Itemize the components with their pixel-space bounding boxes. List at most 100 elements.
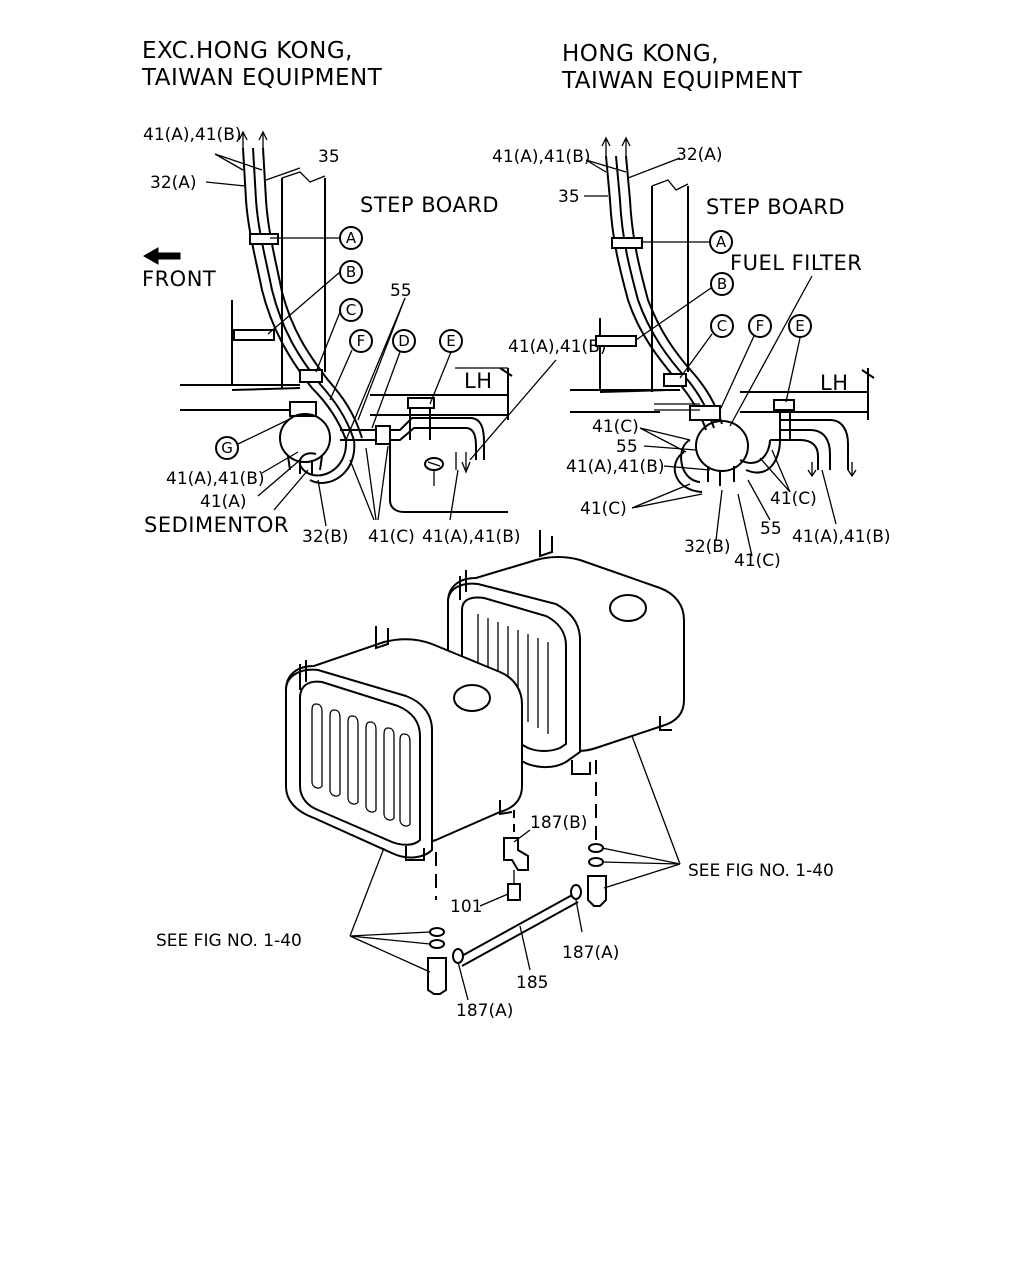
left-label-41ab-top: 41(A),41(B) [143,125,242,145]
left-circle-b: B [339,260,363,284]
right-circle-a: A [709,230,733,254]
right-circle-leaders [635,241,801,411]
right-label-step-board: STEP BOARD [706,195,845,219]
right-bottom-41ab-leader [821,469,837,525]
right-right-loops [739,439,781,474]
leader-see-fig-right [601,735,681,889]
left-label-lh: LH [464,369,493,393]
label-185: 185 [516,973,548,993]
left-circle-leaders [237,237,452,445]
right-circle-e: E [788,314,812,338]
left-pipe-to-filter [340,417,440,441]
front-tank-brackets [299,626,513,816]
label-187a-left: 187(A) [456,1001,513,1021]
left-lower-leaders [257,451,309,511]
right-title: HONG KONG, TAIWAN EQUIPMENT [561,41,802,94]
right-arrow-1 [601,136,611,156]
right-clamp-e [773,399,795,411]
right-label-41c-c: 41(C) [580,499,627,519]
left-tank-cap-detail [427,461,441,486]
right-pipe-to-tank [770,419,849,470]
left-circle-a: A [339,226,363,250]
right-label-41c-b: 41(C) [770,489,817,509]
right-fuel-filter-leader [729,275,813,427]
right-top-leaders [584,157,681,197]
right-drain-fitting [587,875,607,907]
front-tank-foot [405,846,425,861]
label-see-fig-left: SEE FIG NO. 1-40 [156,931,302,951]
svg-text:A: A [716,233,727,251]
left-bottom-41ab-leader [449,469,459,521]
left-pipe-3 [262,147,363,439]
left-step-board-frame [281,178,326,388]
left-circle-g: G [215,436,239,460]
right-label-35: 35 [558,187,580,207]
svg-text:G: G [221,439,233,457]
bolt-101 [507,883,521,901]
left-tank-outline [389,445,508,513]
right-filter-ports [707,466,735,486]
right-title-line-1: HONG KONG, [562,41,719,67]
left-label-55: 55 [390,281,412,301]
right-lh-rail [740,391,868,413]
left-label-32a: 32(A) [150,173,197,193]
right-left-loops [673,439,703,493]
left-sedimentor-body [279,413,331,463]
right-label-lh: LH [820,371,849,395]
front-tank-panel [299,680,421,846]
right-label-41ab-bottom: 41(A),41(B) [792,527,891,547]
left-lh-break [499,367,513,420]
left-clamp-d [375,425,391,445]
clamp-187a-left [452,948,464,964]
right-label-41c-d: 41(C) [734,551,781,571]
left-41c-leaders [349,445,389,521]
leader-187a-right [575,899,583,933]
left-clamp-a [249,233,279,245]
left-label-front: FRONT [142,267,216,291]
leader-187a-left [457,961,469,1001]
left-clamp-e [407,397,435,409]
svg-text:C: C [346,301,356,319]
hose-185 [457,893,579,967]
left-pipe-2 [252,147,355,441]
rear-tank-brackets [459,530,672,731]
right-label-fuel-filter: FUEL FILTER [730,251,862,275]
right-washer-1 [588,843,604,853]
left-label-41ab-lower: 41(A),41(B) [166,469,265,489]
left-frame-rail [231,300,301,391]
right-clamp-a [611,237,643,249]
right-circle-b: B [710,272,734,296]
right-lh-break [861,368,875,420]
right-pipe-1 [605,155,707,431]
rear-tank-foot [571,760,591,775]
left-32b-leader [317,479,327,527]
svg-text:B: B [346,263,356,281]
right-tank-arrows [807,462,857,478]
left-55-leader [345,297,406,441]
left-loop-1 [298,439,348,477]
svg-text:A: A [346,229,357,247]
right-fuel-filter-bracket [689,405,721,421]
label-187b: 187(B) [530,813,587,833]
rear-tank-ribs [477,614,549,734]
leader-185 [519,925,531,971]
left-pipe-to-tank [440,417,485,460]
right-fuel-filter-body [695,420,749,472]
left-label-41ab-bottom: 41(A),41(B) [422,527,521,547]
left-41ab-leader [469,359,557,461]
left-circle-e: E [439,329,463,353]
right-clamp-b [595,335,637,347]
svg-text:D: D [398,332,410,350]
right-chassis-lines [570,389,680,413]
right-clamp-c [663,373,687,387]
leader-187b [513,829,531,843]
left-circle-d: D [392,329,416,353]
left-step-board-break [281,171,326,183]
right-view: A B C F E 41(A),41(B) 32(A) 35 STEP BOAR… [492,136,891,571]
rear-tank-cap [609,594,647,622]
left-label-step-board: STEP BOARD [360,193,499,217]
right-support-bar [654,403,700,411]
left-washer-2 [429,939,445,949]
left-label-41c: 41(C) [368,527,415,547]
